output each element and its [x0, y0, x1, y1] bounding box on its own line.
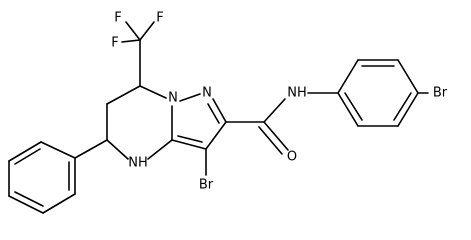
bond-c2-c3: [205, 121, 227, 150]
bond-cf3-f-top-right: [139, 21, 155, 41]
atom-n-pyrazole: N: [202, 86, 212, 101]
atom-f-top-left: F: [114, 11, 121, 26]
atom-br-phenyl: Br: [433, 86, 448, 101]
bond-n1-c7: [139, 85, 167, 99]
bond-c7-c6: [106, 85, 141, 105]
atom-f-top-right: F: [156, 11, 163, 26]
atom-labels: F F F N N NH O NH Br Br: [111, 11, 448, 193]
bond-carbonyl-o: [263, 121, 289, 151]
atom-nh-amide: NH: [287, 86, 307, 101]
bond-c3-c3a: [171, 139, 207, 150]
bond-carbonyl-nh: [263, 98, 286, 123]
bond-c5-phenyl: [74, 139, 108, 159]
bond-ph-5: [42, 193, 76, 214]
bond-ph-4: [8, 195, 44, 214]
bond-c3-c3a-double: [177, 135, 203, 143]
bond-bp-6: [337, 92, 359, 127]
bond-bp-1: [337, 59, 359, 94]
bond-cf3-f-top-left: [125, 21, 141, 41]
atom-nh-ring: NH: [128, 156, 148, 171]
bond-ph-double-1: [14, 148, 41, 165]
bond-ph-1: [40, 141, 76, 159]
bond-n2-c2-double: [207, 103, 220, 124]
bond-bp-double-3: [344, 92, 363, 121]
atom-br-ring: Br: [199, 178, 214, 193]
molecule-diagram: F F F N N NH O NH Br Br: [8, 11, 448, 214]
bond-n2-c2: [212, 98, 227, 123]
bond-bp-4: [397, 92, 419, 127]
bond-carbonyl-o-double: [258, 126, 283, 155]
bonds: [8, 21, 429, 214]
bond-bp-double-2: [393, 92, 412, 121]
atom-n-ring: N: [168, 91, 178, 106]
bond-ph-double-2: [14, 191, 44, 207]
atom-o-carbonyl: O: [287, 150, 297, 165]
bond-c5-nh: [106, 139, 129, 160]
bond-cf3-f-left: [121, 39, 141, 43]
atom-f-left: F: [111, 36, 118, 51]
bond-nh-c3a: [147, 139, 173, 160]
bond-ph-2: [8, 141, 42, 162]
bond-bp-3: [397, 59, 419, 94]
bond-n1-n2: [179, 93, 201, 102]
